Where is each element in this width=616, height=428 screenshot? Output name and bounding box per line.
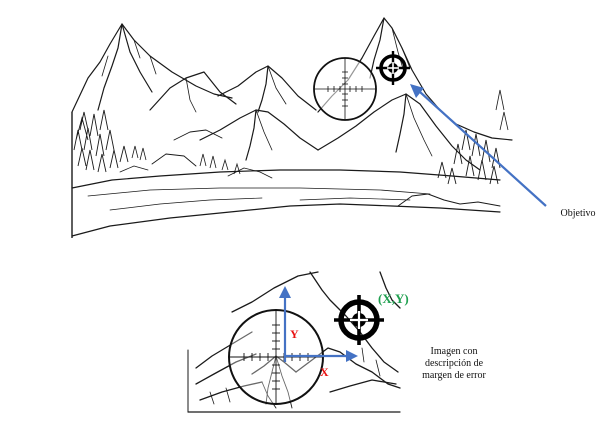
crosshair-target-icon: [376, 51, 410, 85]
objetivo-label: Objetivo: [560, 208, 596, 219]
zoomed-crosshair-target-icon: [334, 295, 384, 345]
x-axis-label: X: [320, 365, 329, 379]
scope-reticle-icon: [313, 57, 377, 121]
tree-cluster-left: [71, 109, 129, 238]
y-axis-label: Y: [290, 327, 299, 341]
coordinates-label: (X,Y): [378, 291, 409, 306]
mountain-landscape-illustration: [71, 17, 513, 237]
objetivo-pointer-arrow: [410, 84, 547, 207]
x-axis-arrow: [285, 350, 358, 362]
error-margin-caption: Imagen con descripción de margen de erro…: [422, 346, 486, 381]
tree-cluster-right: [437, 89, 509, 185]
shore-trees: [131, 145, 241, 175]
zoomed-scope-reticle-icon: [228, 309, 324, 405]
y-axis-arrow: [279, 286, 291, 362]
